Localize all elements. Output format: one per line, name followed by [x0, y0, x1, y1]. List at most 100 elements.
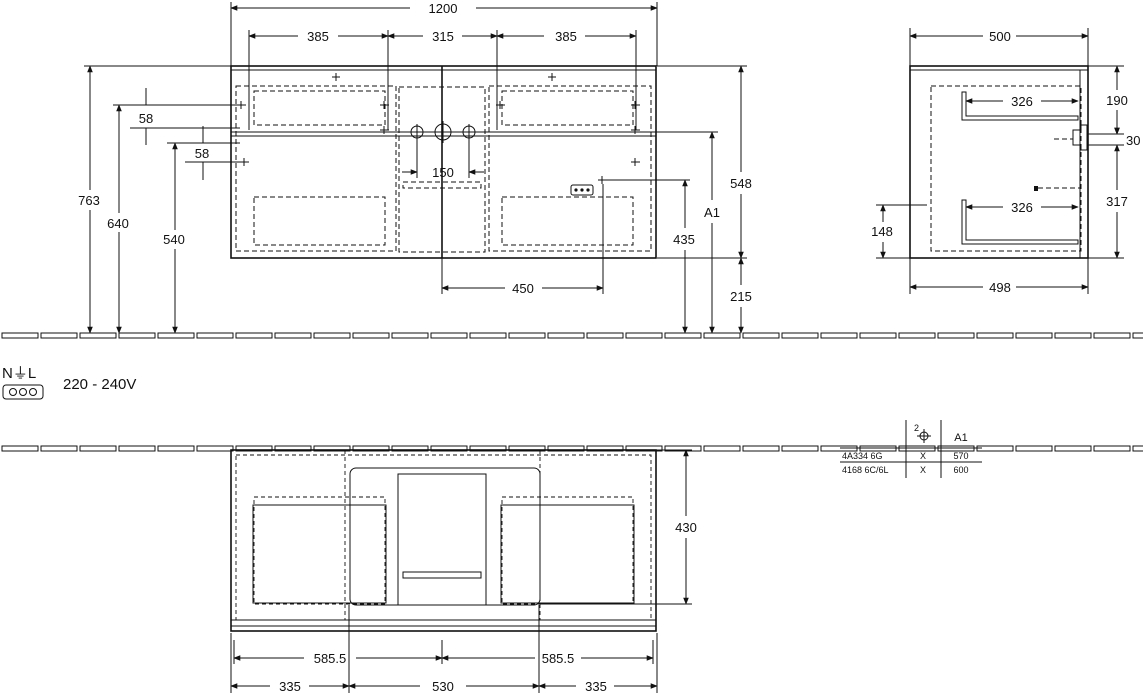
wall-tile [859, 332, 897, 339]
side-view: 500 326 326 190 30 317 148 [871, 28, 1140, 295]
wall-tile [391, 445, 429, 452]
wall-tile [664, 445, 702, 452]
socket-icon [570, 184, 594, 196]
dim-148: 148 [871, 224, 893, 239]
wall-tile [703, 445, 741, 452]
row-mark: X [920, 451, 926, 461]
wall-tile [235, 445, 273, 452]
dim-530: 530 [432, 679, 454, 693]
wall-tile [742, 332, 780, 339]
dim-640: 640 [107, 216, 129, 231]
wall-tile [898, 332, 936, 339]
table-header-a1: A1 [954, 432, 967, 444]
wall-tile [274, 332, 312, 339]
wall-tile [1015, 332, 1053, 339]
row-code: 4A334 6G [842, 451, 883, 461]
plug-icon [2, 384, 44, 400]
wall-tile [196, 445, 234, 452]
wall-tile [1132, 445, 1143, 452]
wall-tile [1015, 445, 1053, 452]
row-mark: X [920, 465, 926, 475]
wall-tile [118, 332, 156, 339]
wall-tile [1054, 445, 1092, 452]
cabinet-front-outline [230, 65, 657, 259]
dim-500: 500 [989, 29, 1011, 44]
wall-tile [508, 332, 546, 339]
dim-326-top: 326 [1011, 94, 1033, 109]
wall-tile [1054, 332, 1092, 339]
dim-335-left: 335 [279, 679, 301, 693]
table-header-index: 2 [914, 423, 919, 433]
wall-tile [352, 445, 390, 452]
dim-a1: A1 [704, 205, 720, 220]
wall-tile [313, 445, 351, 452]
dim-317: 317 [1106, 194, 1128, 209]
wall-tile [352, 332, 390, 339]
wall-tile [976, 445, 1014, 452]
dim-326-bottom: 326 [1011, 200, 1033, 215]
dim-450: 450 [512, 281, 534, 296]
dim-385-right: 385 [555, 29, 577, 44]
water-connection-icons [409, 121, 477, 143]
voltage-label: 220 - 240V [63, 376, 136, 393]
upper-drawer-side [961, 91, 1079, 121]
dim-190: 190 [1106, 93, 1128, 108]
wall-tile [1093, 445, 1131, 452]
dim-1200: 1200 [429, 1, 458, 16]
row-a1: 570 [953, 451, 968, 461]
table-row: 4168 6C/6L X 600 [842, 465, 969, 475]
wall-tile [703, 332, 741, 339]
wall-tile [430, 332, 468, 339]
dim-315: 315 [432, 29, 454, 44]
dim-58-b: 58 [195, 146, 209, 161]
plan-view: 430 585.5 585.5 335 530 335 [230, 449, 697, 693]
wall-tile [157, 332, 195, 339]
wall-tile [586, 445, 624, 452]
wall-tile [1, 332, 39, 339]
wall-tile [781, 332, 819, 339]
variant-table: 2 A1 4A334 6G X 570 4168 6C/6L X 600 [840, 420, 982, 478]
wall-tile [547, 445, 585, 452]
dim-763: 763 [78, 193, 100, 208]
dim-58-a: 58 [139, 111, 153, 126]
upper-left-drawer [253, 90, 386, 126]
cabinet-side-outline [909, 65, 1089, 259]
wall-tile [664, 332, 702, 339]
dim-435: 435 [673, 232, 695, 247]
basin-outline [349, 467, 541, 606]
wall-tile [742, 445, 780, 452]
wall-tile [118, 445, 156, 452]
wall-tile [79, 332, 117, 339]
wall-tile [1093, 332, 1131, 339]
table-row: 4A334 6G X 570 [842, 451, 969, 461]
wall-tile [79, 445, 117, 452]
wall-tile [976, 332, 1014, 339]
lower-left-drawer [253, 196, 386, 246]
wall-tile [196, 332, 234, 339]
wall-tile [430, 445, 468, 452]
wall-tile [274, 445, 312, 452]
wall-tile [1, 445, 39, 452]
dim-335-right: 335 [585, 679, 607, 693]
wall-tile [391, 332, 429, 339]
wall-tile [781, 445, 819, 452]
wall-tile [469, 332, 507, 339]
wall-tile [625, 445, 663, 452]
wall-tile [157, 445, 195, 452]
wall-tile [40, 332, 78, 339]
wall-tile [1132, 332, 1143, 339]
wall-tile [40, 445, 78, 452]
wall-tile [313, 332, 351, 339]
dim-585-5-left: 585.5 [314, 651, 347, 666]
cabinet-plan-outline [230, 449, 657, 632]
wall-tile [547, 332, 585, 339]
wall-tile [820, 332, 858, 339]
wall-tile [508, 445, 546, 452]
wall-tile [937, 332, 975, 339]
upper-right-drawer [501, 90, 634, 126]
wall-tile [586, 332, 624, 339]
front-view: 1200 385 315 385 763 640 540 58 [78, 1, 752, 334]
crosshair-icon [917, 429, 931, 443]
electrical-symbol: N⏚L 220 - 240V [2, 365, 136, 400]
